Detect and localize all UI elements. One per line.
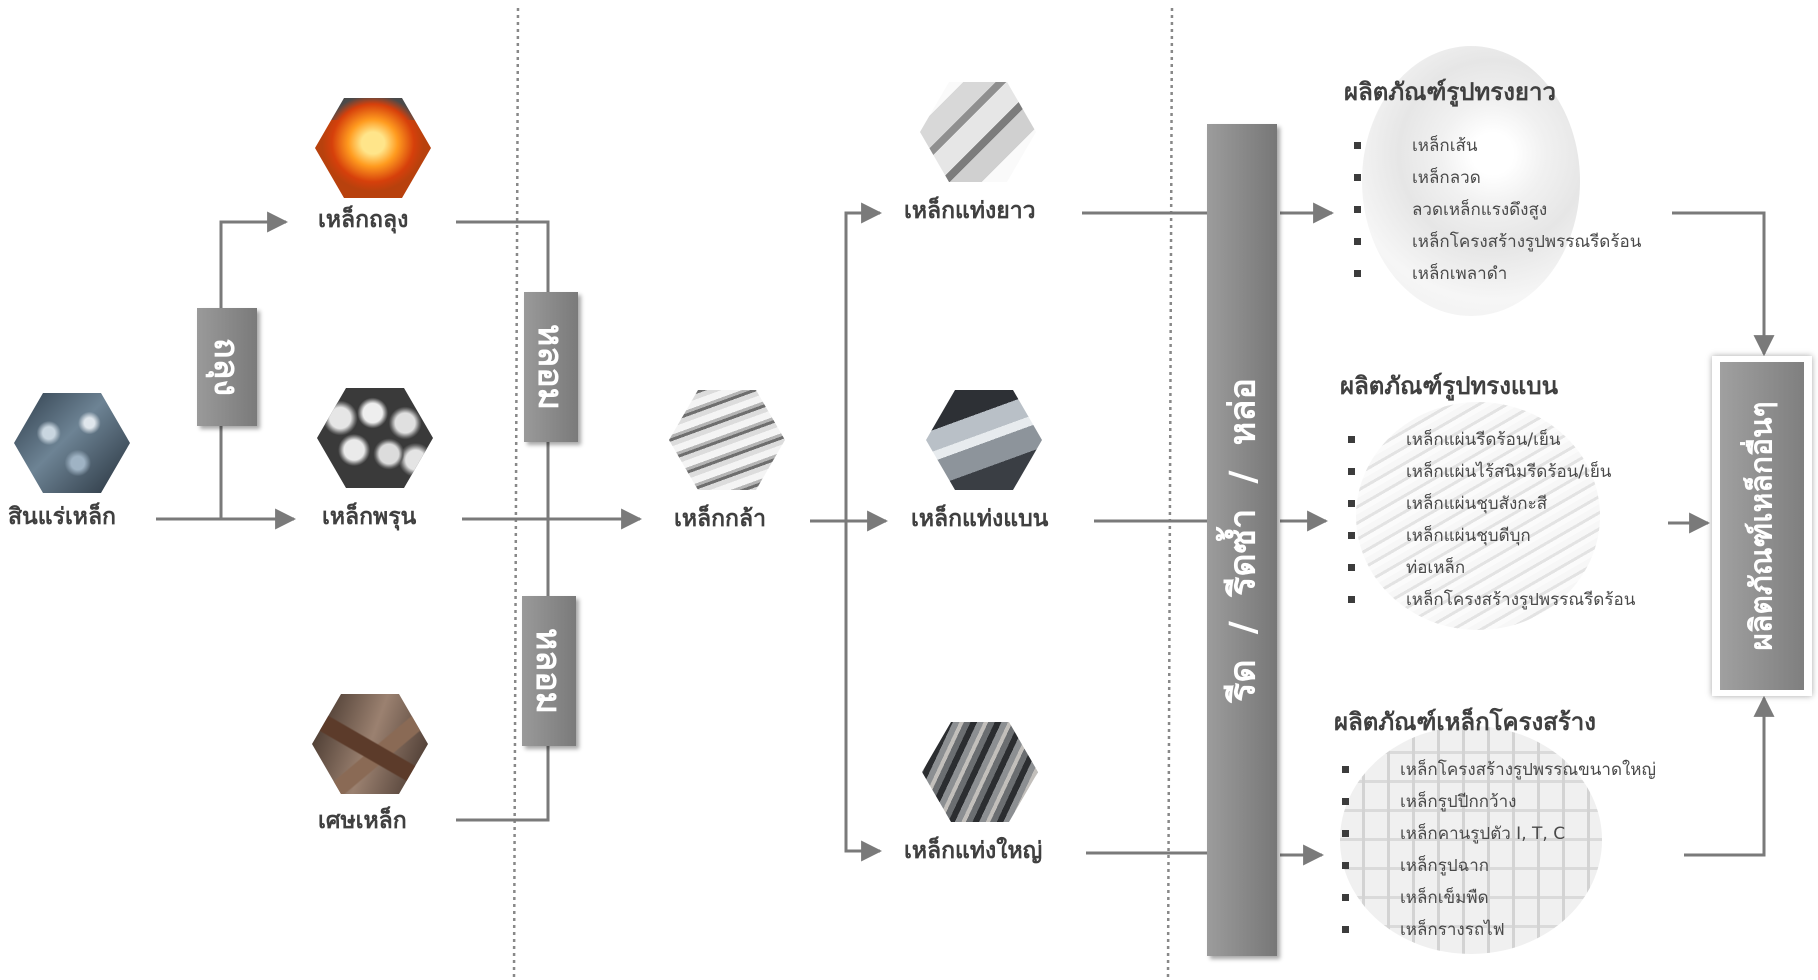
list-item: เหล็กลวด	[1354, 162, 1674, 194]
list-item: เหล็กรางรถไฟ	[1342, 914, 1692, 946]
bullet-icon	[1342, 766, 1349, 773]
bullet-icon	[1354, 270, 1361, 277]
melting-label-lower: หลอม	[528, 627, 568, 715]
list-item: เหล็กแผ่นไร้สนิมรีดร้อน/เย็น	[1348, 456, 1678, 488]
melting-box-lower: หลอม	[522, 596, 576, 746]
list-item: เหล็กแผ่นชุบดีบุก	[1348, 520, 1678, 552]
list-item: เหล็กแผ่นรีดร้อน/เย็น	[1348, 424, 1678, 456]
smelting-box: ถลุง	[197, 308, 257, 426]
melting-label-upper: หลอม	[530, 323, 570, 411]
line-pig-to-melt	[456, 220, 550, 822]
flat-products-title: ผลิตภัณฑ์รูปทรงแบน	[1340, 372, 1559, 400]
sponge-iron-label: เหล็กพรุน	[322, 504, 417, 530]
smelting-label: ถลุง	[206, 337, 246, 397]
long-products-list: เหล็กเส้น เหล็กลวด ลวดเหล็กแรงดึงสูง เหล…	[1354, 130, 1674, 290]
arrow-structural-to-final	[1684, 695, 1775, 857]
scrap-metal-icon	[312, 694, 428, 794]
list-item: เหล็กคานรูปตัว I, T, C	[1342, 818, 1692, 850]
iron-ore-label: สินแร่เหล็ก	[8, 504, 116, 530]
list-item: เหล็กแผ่นชุบสังกะสี	[1348, 488, 1678, 520]
bullet-icon	[1342, 862, 1349, 869]
melting-box-upper: หลอม	[524, 292, 578, 442]
structural-products-list: เหล็กโครงสร้างรูปพรรณขนาดใหญ่ เหล็กรูปปี…	[1342, 754, 1692, 946]
flat-products-list: เหล็กแผ่นรีดร้อน/เย็น เหล็กแผ่นไร้สนิมรี…	[1348, 424, 1678, 616]
molten-iron-icon	[315, 98, 431, 198]
bullet-icon	[1354, 238, 1361, 245]
sponge-iron-pellets-icon	[317, 388, 433, 488]
divider-line	[512, 7, 520, 979]
list-item: เหล็กโครงสร้างรูปพรรณรีดร้อน	[1348, 584, 1678, 616]
divider-line	[1166, 7, 1174, 979]
forming-process-bar	[1207, 124, 1277, 956]
structural-products-photo	[1340, 726, 1602, 954]
list-item: เหล็กรูปปีกกว้าง	[1342, 786, 1692, 818]
bullet-icon	[1348, 468, 1355, 475]
list-item: เหล็กโครงสร้างรูปพรรณขนาดใหญ่	[1342, 754, 1692, 786]
slab-label: เหล็กแท่งแบน	[911, 506, 1049, 532]
bloom-label: เหล็กแท่งใหญ่	[904, 838, 1043, 864]
other-steel-products-label: ผลิตภัณฑ์เหล็กอื่นๆ	[1744, 401, 1780, 651]
billet-label: เหล็กแท่งยาว	[904, 198, 1036, 224]
flat-products-photo	[1356, 402, 1600, 630]
list-item: เหล็กโครงสร้างรูปพรรณรีดร้อน	[1354, 226, 1674, 258]
list-item: เหล็กเข็มพืด	[1342, 882, 1692, 914]
bullet-icon	[1354, 206, 1361, 213]
bullet-icon	[1348, 596, 1355, 603]
bullet-icon	[1348, 532, 1355, 539]
arrow-long-to-final	[1672, 211, 1775, 357]
list-item: เหล็กเส้น	[1354, 130, 1674, 162]
arrow-steel-to-bloom	[844, 521, 883, 862]
forming-label: รีด / รีดซ้ำ / หล่อ	[1222, 377, 1264, 703]
bullet-icon	[1342, 830, 1349, 837]
bullet-icon	[1342, 926, 1349, 933]
pig-iron-label: เหล็กถลุง	[318, 207, 409, 233]
long-products-title: ผลิตภัณฑ์รูปทรงยาว	[1344, 78, 1556, 106]
long-products-photo	[1362, 46, 1580, 316]
other-steel-products-card: ผลิตภัณฑ์เหล็กอื่นๆ	[1712, 356, 1812, 696]
bullet-icon	[1354, 142, 1361, 149]
bullet-icon	[1342, 894, 1349, 901]
bullet-icon	[1342, 798, 1349, 805]
bullet-icon	[1354, 174, 1361, 181]
list-item: เหล็กเพลาดำ	[1354, 258, 1674, 290]
scrap-label: เศษเหล็ก	[318, 808, 407, 834]
bullet-icon	[1348, 500, 1355, 507]
other-steel-products-box	[1720, 362, 1804, 690]
bullet-icon	[1348, 564, 1355, 571]
list-item: ลวดเหล็กแรงดึงสูง	[1354, 194, 1674, 226]
steel-label: เหล็กกล้า	[674, 506, 766, 532]
list-item: เหล็กรูปฉาก	[1342, 850, 1692, 882]
arrow-steel-to-billet	[844, 202, 883, 521]
list-item: ท่อเหล็ก	[1348, 552, 1678, 584]
structural-products-title: ผลิตภัณฑ์เหล็กโครงสร้าง	[1334, 708, 1596, 736]
bullet-icon	[1348, 436, 1355, 443]
